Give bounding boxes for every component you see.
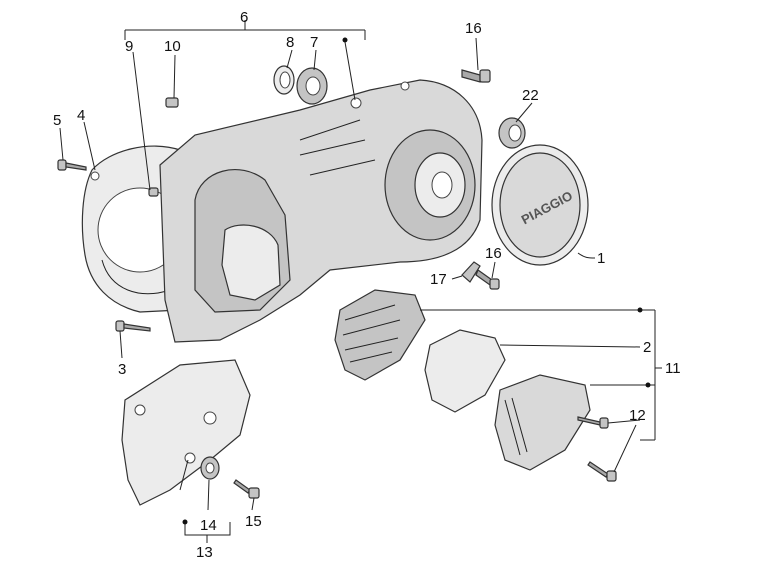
part-5-screw xyxy=(57,159,87,171)
callout-11: 11 xyxy=(665,360,681,377)
part-14-spacer xyxy=(200,456,220,480)
callout-5: 5 xyxy=(53,112,61,129)
callout-8: 8 xyxy=(286,34,294,51)
callout-2: 2 xyxy=(643,339,651,356)
callout-4: 4 xyxy=(77,107,85,124)
part-16-bolt-mid xyxy=(475,269,500,290)
part-6-main-cover xyxy=(159,79,483,343)
callout-7: 7 xyxy=(310,34,318,51)
callout-22: 22 xyxy=(522,87,539,104)
callout-3: 3 xyxy=(118,361,126,378)
callout-12: 12 xyxy=(629,407,646,424)
callout-16-top: 16 xyxy=(465,20,482,37)
part-8-ring xyxy=(273,65,295,95)
part-1-cap-cover: PIAGGIO xyxy=(491,144,589,266)
callout-labels: 6 9 10 8 7 16 22 1 16 17 5 4 3 2 11 12 1… xyxy=(53,9,681,561)
part-10-dowel-pin xyxy=(165,97,179,108)
part-filter-cover xyxy=(494,374,591,471)
leader-lines xyxy=(59,20,662,543)
part-22-bushing xyxy=(498,117,526,149)
part-17-clip xyxy=(461,261,481,283)
callout-10: 10 xyxy=(164,38,181,55)
part-9-dowel xyxy=(148,187,159,197)
part-filter-housing xyxy=(334,289,426,381)
part-7-bearing xyxy=(296,67,328,105)
callout-9: 9 xyxy=(125,38,133,55)
callout-16-mid: 16 xyxy=(485,245,502,262)
callout-6: 6 xyxy=(240,9,248,26)
callout-1: 1 xyxy=(597,250,605,267)
callout-14: 14 xyxy=(200,517,217,534)
callout-17: 17 xyxy=(430,271,447,288)
part-2-filter-element xyxy=(424,329,506,413)
part-15-bolt xyxy=(233,479,260,499)
part-13-lower-guard xyxy=(121,359,251,506)
callout-15: 15 xyxy=(245,513,262,530)
part-3-screw xyxy=(115,320,151,332)
part-12-screw-lower xyxy=(587,461,617,482)
part-16-bolt-top xyxy=(461,69,491,83)
callout-13: 13 xyxy=(196,544,213,561)
